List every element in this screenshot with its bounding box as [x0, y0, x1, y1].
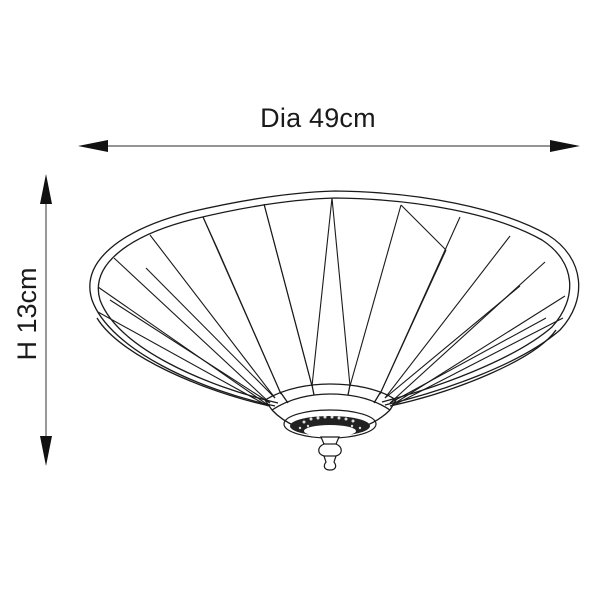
arrowhead-up-icon [40, 174, 52, 204]
finial [318, 436, 342, 471]
hub-band-upper [264, 383, 397, 401]
height-dimension-line [40, 174, 52, 466]
light-shade [89, 190, 580, 434]
diameter-label: Dia 49cm [260, 103, 376, 133]
diameter-dimension-line [78, 140, 580, 152]
decorative-hub [283, 409, 377, 439]
hub-band-lower [271, 393, 391, 411]
arrowhead-left-icon [78, 140, 108, 152]
height-label: H 13cm [12, 267, 42, 361]
arrowhead-right-icon [550, 140, 580, 152]
shade-rim-outer [89, 190, 580, 407]
shade-rim-inner [97, 197, 571, 404]
shade-ribs [97, 197, 566, 407]
arrowhead-down-icon [40, 436, 52, 466]
